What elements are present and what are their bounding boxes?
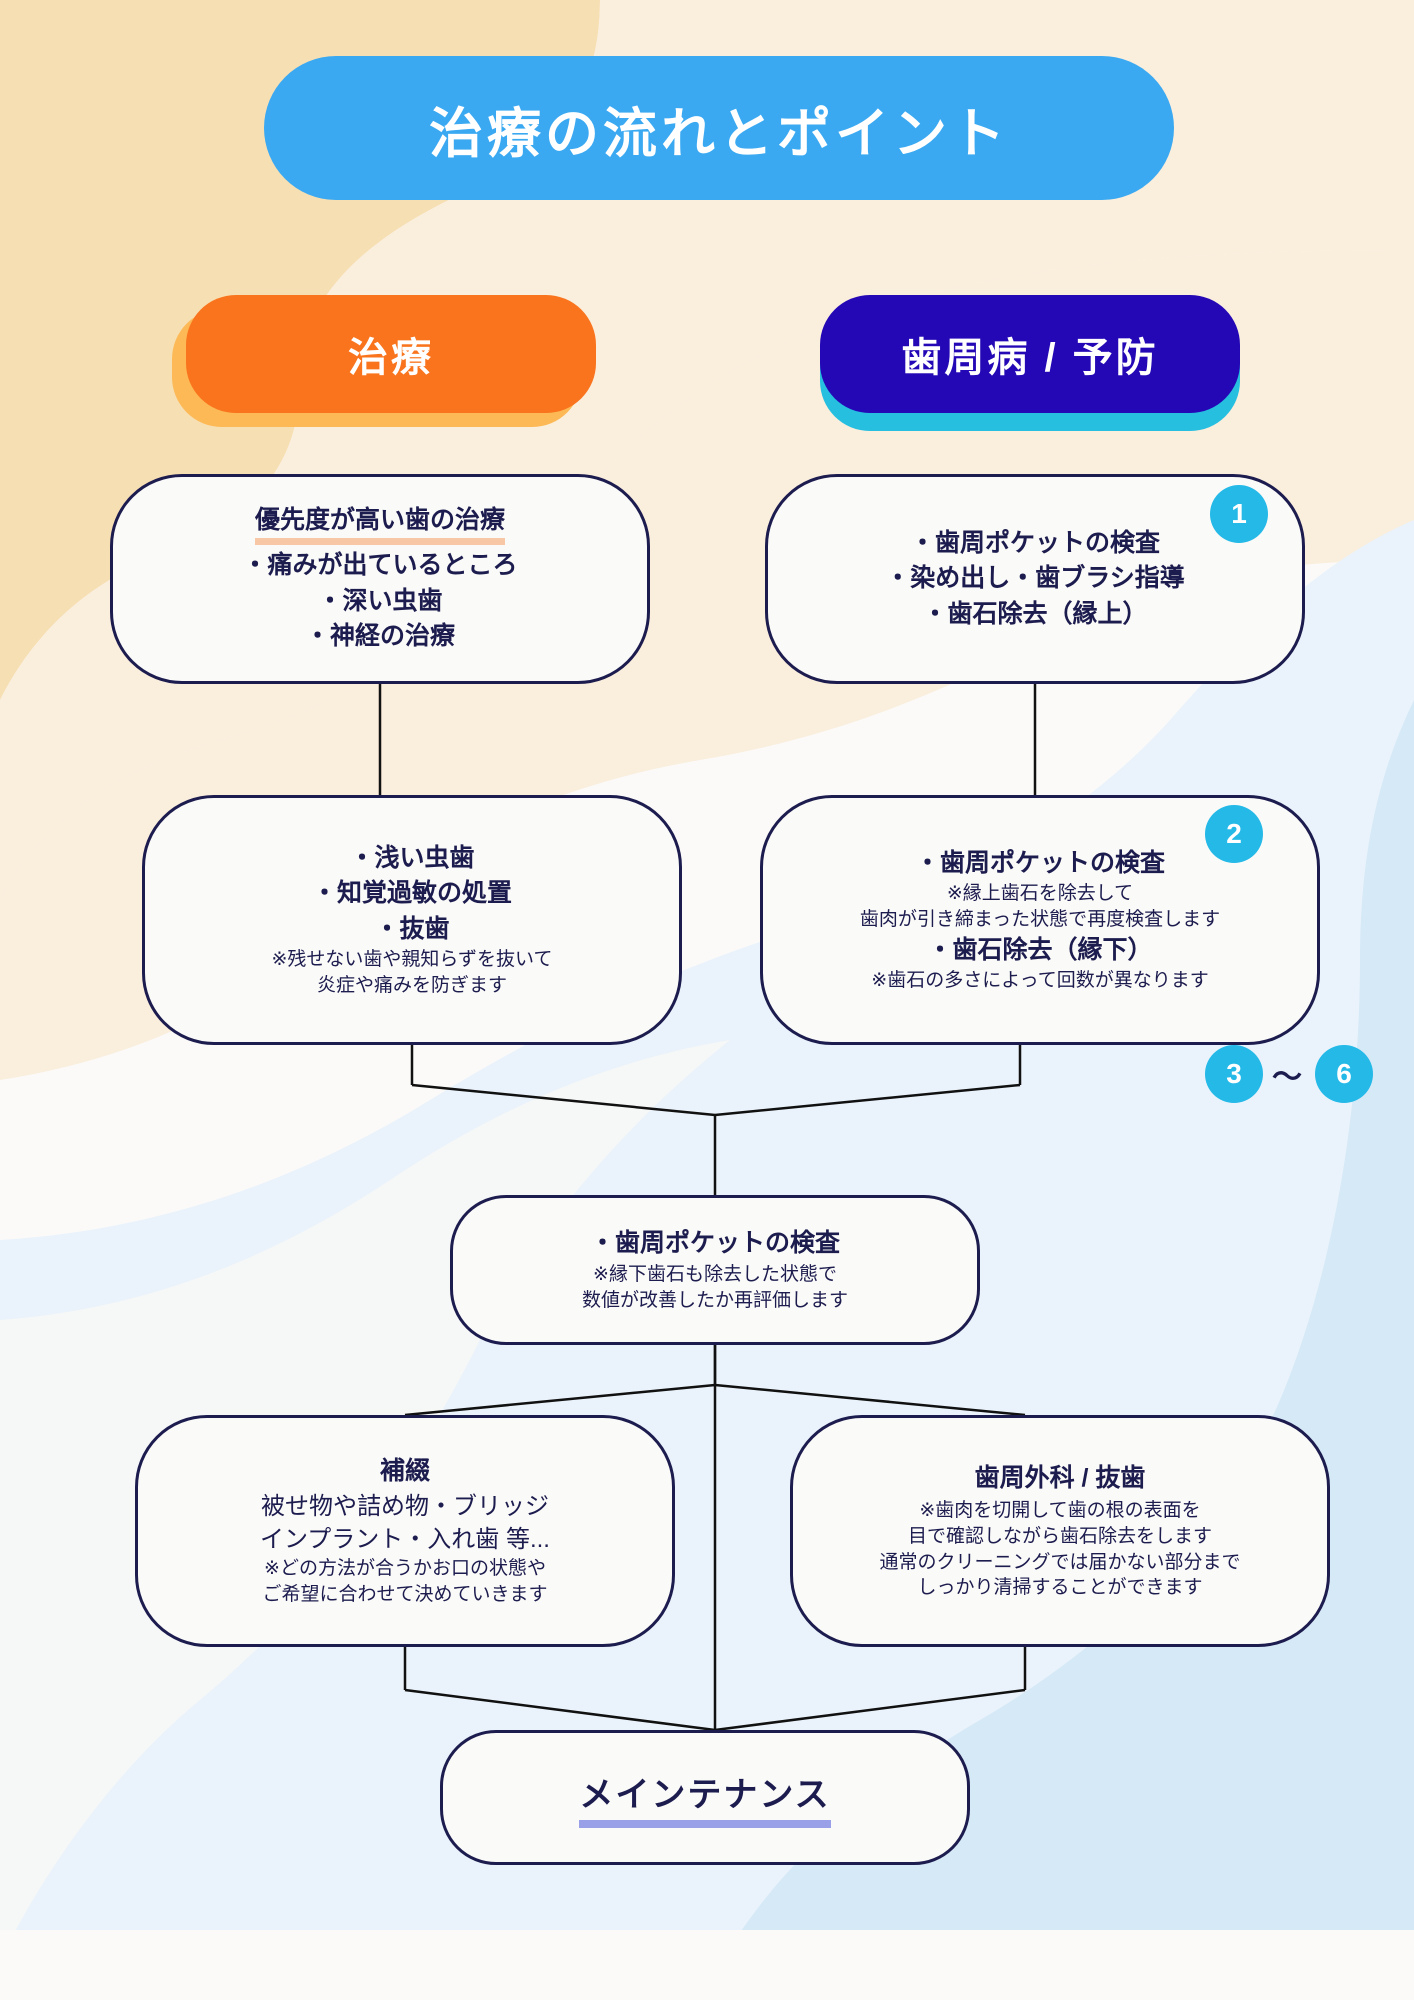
flow-box-left-2-note-1: ※残せない歯や親知らずを抜いて bbox=[271, 949, 553, 971]
flow-box-left-1-line-2: ・深い虫歯 bbox=[317, 586, 443, 615]
step-badge-2: 2 bbox=[1205, 805, 1263, 863]
flow-box-bottom-right-title: 歯周外科 / 抜歯 bbox=[974, 1463, 1146, 1492]
column-header-perio-label: 歯周病 / 予防 bbox=[901, 336, 1159, 380]
flow-box-middle-note-2: 数値が改善したか再評価します bbox=[581, 1289, 848, 1311]
flow-box-bottom-right: 歯周外科 / 抜歯 ※歯肉を切開して歯の根の表面を 目で確認しながら歯石除去をし… bbox=[790, 1415, 1330, 1647]
page-title: 治療の流れとポイント bbox=[429, 103, 1009, 164]
flow-box-right-1-line-1: ・歯周ポケットの検査 bbox=[909, 528, 1160, 557]
flow-box-maintenance: メインテナンス bbox=[440, 1730, 970, 1865]
flow-box-bottom-left-line-1: 被せ物や詰め物・ブリッジ bbox=[261, 1493, 549, 1521]
flow-box-right-2-note-1b: 歯肉が引き締まった状態で再度検査します bbox=[859, 909, 1221, 931]
flow-box-middle: ・歯周ポケットの検査 ※縁下歯石も除去した状態で 数値が改善したか再評価します bbox=[450, 1195, 980, 1345]
flow-box-middle-note-1: ※縁下歯石も除去した状態で bbox=[593, 1263, 837, 1285]
column-header-perio: 歯周病 / 予防 bbox=[820, 295, 1240, 431]
step-badge-range-separator: 〜 bbox=[1272, 1061, 1302, 1094]
flow-box-right-2-note-2a: ※歯石の多さによって回数が異なります bbox=[871, 970, 1209, 992]
flow-box-left-2: ・浅い虫歯 ・知覚過敏の処置 ・抜歯 ※残せない歯や親知らずを抜いて 炎症や痛み… bbox=[142, 795, 682, 1045]
flow-box-left-1-line-1: ・痛みが出ているところ bbox=[242, 551, 518, 579]
flow-box-bottom-left-title: 補綴 bbox=[379, 1457, 430, 1486]
flow-box-right-2-line-1: ・歯周ポケットの検査 bbox=[914, 848, 1165, 877]
flow-box-right-1-line-2: ・染め出し・歯ブラシ指導 bbox=[885, 564, 1185, 593]
flow-box-left-2-line-2: ・知覚過敏の処置 bbox=[311, 879, 512, 908]
page-title-banner: 治療の流れとポイント bbox=[264, 56, 1174, 200]
flow-box-bottom-left-note-1: ※どの方法が合うかお口の状態や bbox=[264, 1558, 546, 1580]
column-header-treatment: 治療 bbox=[172, 295, 596, 427]
column-header-perio-pill: 歯周病 / 予防 bbox=[820, 295, 1240, 413]
flow-box-right-1-line-3: ・歯石除去（縁上） bbox=[922, 599, 1148, 628]
flow-box-bottom-left-note-2: ご希望に合わせて決めていきます bbox=[262, 1584, 548, 1606]
column-header-treatment-pill: 治療 bbox=[186, 295, 596, 413]
step-badge-6: 6 bbox=[1315, 1045, 1373, 1103]
flow-box-left-2-line-1: ・浅い虫歯 bbox=[349, 843, 475, 872]
flow-box-bottom-right-note-4: しっかり清掃することができます bbox=[917, 1577, 1203, 1599]
step-badge-3: 3 bbox=[1205, 1045, 1263, 1103]
flow-box-left-2-note-2: 炎症や痛みを防ぎます bbox=[316, 975, 507, 997]
flow-box-right-2-line-2: ・歯石除去（縁下） bbox=[927, 935, 1153, 964]
flow-box-left-2-line-3: ・抜歯 bbox=[374, 914, 450, 943]
flow-box-bottom-left: 補綴 被せ物や詰め物・ブリッジ インプラント・入れ歯 等... ※どの方法が合う… bbox=[135, 1415, 675, 1647]
flow-box-maintenance-label: メインテナンス bbox=[579, 1767, 831, 1828]
flow-box-bottom-right-note-3: 通常のクリーニングでは届かない部分まで bbox=[879, 1551, 1241, 1573]
column-header-treatment-label: 治療 bbox=[348, 336, 434, 380]
flow-box-bottom-right-note-2: 目で確認しながら歯石除去をします bbox=[907, 1525, 1212, 1547]
step-badge-1: 1 bbox=[1210, 485, 1268, 543]
flow-box-bottom-left-line-2: インプラント・入れ歯 等... bbox=[260, 1525, 550, 1553]
flow-box-bottom-right-note-1: ※歯肉を切開して歯の根の表面を bbox=[919, 1499, 1201, 1521]
flow-box-left-1-line-3: ・神経の治療 bbox=[304, 622, 455, 650]
flow-box-left-1-heading: 優先度が高い歯の治療 bbox=[254, 504, 505, 545]
flow-box-right-1: ・歯周ポケットの検査 ・染め出し・歯ブラシ指導 ・歯石除去（縁上） bbox=[765, 474, 1305, 684]
flow-box-right-2-note-1a: ※縁上歯石を除去して bbox=[946, 883, 1134, 905]
flow-box-left-1: 優先度が高い歯の治療 ・痛みが出ているところ ・深い虫歯 ・神経の治療 bbox=[110, 474, 650, 684]
flow-box-middle-line: ・歯周ポケットの検査 bbox=[589, 1229, 840, 1258]
